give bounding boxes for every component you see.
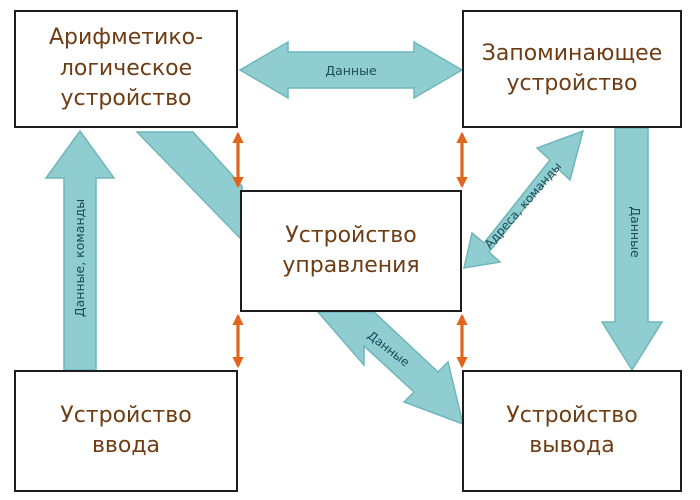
control-output-arrow: Данные [316, 311, 465, 426]
alu-box: Арифметико- логическое устройство [14, 10, 238, 128]
input-alu-arrow: Данные, команды [44, 129, 116, 371]
memory-control-label: Адреса, команды [482, 159, 565, 251]
memory-output-arrow: Данные [600, 127, 664, 372]
control-unit-box: Устройство управления [240, 190, 462, 312]
alu-memory-arrow: Данные [238, 40, 464, 100]
control-signal-arrows [232, 131, 468, 369]
memory-box: Запоминающее устройство [462, 10, 682, 128]
alu-control-band [135, 131, 243, 242]
memory-control-arrow: Адреса, команды [463, 129, 585, 269]
input-device-box: Устройство ввода [14, 370, 238, 492]
output-device-box: Устройство вывода [462, 370, 682, 492]
alu-memory-label: Данные [325, 63, 377, 78]
input-alu-label: Данные, команды [72, 199, 87, 317]
memory-output-label: Данные [628, 206, 643, 258]
